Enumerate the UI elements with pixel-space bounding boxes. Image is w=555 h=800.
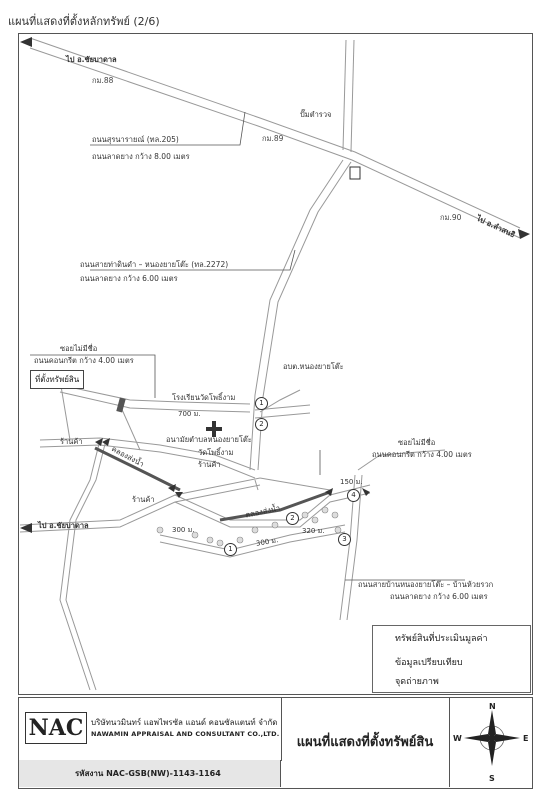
distance-label-3: 300 ม. — [172, 526, 195, 534]
soi-right-desc: ถนนคอนกรีต กว้าง 4.00 เมตร — [372, 450, 472, 459]
photo-point-4-bottom: 4 — [347, 489, 360, 502]
subdistrict-office-label: อบต.หนองยายโต๊ะ — [283, 362, 344, 371]
km-marker-90: กม.90 — [440, 213, 462, 222]
legend-item-label: ข้อมูลเปรียบเทียบ — [395, 658, 463, 668]
soi-right-name: ซอยไม่มีชื่อ — [398, 438, 436, 447]
arrow-right — [518, 229, 530, 239]
map-title: แผนที่แสดงที่ตั้งทรัพย์สิน — [281, 698, 450, 787]
legend-item-comparison: ข้อมูลเปรียบเทียบ — [395, 655, 463, 669]
to-chaibadan-left-label: ไป อ.ชัยบาดาล — [38, 521, 89, 530]
company-name-th: บริษัทนวมินทร์ แอพไพรซัล แอนด์ คอนซัลแตน… — [91, 718, 278, 727]
highway-205 — [29, 37, 521, 239]
photo-point-2-top: 2 — [255, 418, 268, 431]
photo-arrows — [95, 438, 370, 498]
soi-left-desc: ถนนคอนกรีต กว้าง 4.00 เมตร — [34, 356, 134, 365]
arrow-left-bottom — [20, 523, 32, 533]
arrow-left-top — [20, 37, 32, 47]
hospital-cross-icon — [206, 421, 222, 437]
distance-label-5: 320 ม. — [302, 527, 325, 535]
legend-item-property: ทรัพย์สินที่ประเมินมูลค่า — [395, 631, 488, 645]
map-frame — [18, 33, 533, 695]
company-logo: NAC — [25, 712, 87, 744]
hwy205-desc: ถนนลาดยาง กว้าง 8.00 เมตร — [92, 152, 190, 161]
comparison-markers — [156, 506, 342, 547]
job-code: รหัสงาน NAC-GSB(NW)-1143-1164 — [19, 760, 281, 787]
distance-label-2: 150 ม. — [340, 478, 363, 486]
hwy205-name: ถนนสุรนารายณ์ (ทล.205) — [92, 135, 179, 144]
property-callout: ที่ตั้งทรัพย์สิน — [30, 370, 85, 389]
compass-n: N — [489, 702, 496, 711]
compass-block: N S E W — [449, 698, 532, 787]
soi-left-name: ซอยไม่มีชื่อ — [60, 344, 98, 353]
compass-w: W — [453, 734, 462, 743]
gas-station-icon — [349, 166, 361, 180]
photo-point-1-bottom: 1 — [224, 543, 237, 556]
property-marker — [116, 397, 126, 413]
legend-item-photo: จุดถ่ายภาพ — [395, 674, 439, 688]
km-marker-89: กม.89 — [262, 134, 284, 143]
to-chaibadan-top-label: ไป อ.ชัยบาดาล — [66, 55, 117, 64]
photo-point-1-top: 1 — [255, 397, 268, 410]
hwy2272-name: ถนนสายท่าดินดำ – หนองยายโต๊ะ (ทล.2272) — [80, 260, 229, 269]
legend-item-label: จุดถ่ายภาพ — [395, 677, 439, 687]
km-marker-88: กม.88 — [92, 76, 114, 85]
compass-rose-icon — [464, 710, 520, 766]
shop-label-1: ร้านค้า — [60, 437, 83, 446]
road-north — [342, 39, 355, 153]
canal-line — [94, 446, 181, 492]
leader-lines — [30, 111, 465, 581]
title-block: NAC บริษัทนวมินทร์ แอพไพรซัล แอนด์ คอนซั… — [18, 697, 533, 789]
village-road-name: ถนนสายบ้านหนองยายโต๊ะ – บ้านห้วยรวก — [358, 580, 494, 589]
distance-label-1: 700 ม. — [178, 410, 201, 418]
hwy2272-desc: ถนนลาดยาง กว้าง 6.00 เมตร — [80, 274, 178, 283]
map-legend: ทรัพย์สินที่ประเมินมูลค่า ข้อมูลเปรียบเท… — [372, 625, 531, 693]
health-center-label: อนามัยตำบลหนองยายโต๊ะ — [166, 435, 252, 444]
shop-label-2: ร้านค้า — [198, 460, 221, 469]
temple-label: วัดโพธิ์งาม — [198, 448, 234, 457]
photo-point-3-bottom: 3 — [338, 533, 351, 546]
company-name-en: NAWAMIN APPRAISAL AND CONSULTANT CO.,LTD… — [91, 730, 280, 738]
school-label: โรงเรียนวัดโพธิ์งาม — [172, 393, 236, 402]
company-block: NAC บริษัทนวมินทร์ แอพไพรซัล แอนด์ คอนซั… — [19, 698, 282, 761]
village-road-desc: ถนนลาดยาง กว้าง 6.00 เมตร — [390, 592, 488, 601]
compass-s: S — [489, 774, 495, 783]
legend-item-label: ทรัพย์สินที่ประเมินมูลค่า — [395, 634, 488, 644]
gas-station-label: ปั๊มตำรวจ — [300, 110, 332, 119]
canal-line-2 — [219, 490, 331, 522]
photo-point-2-bottom: 2 — [286, 512, 299, 525]
compass-e: E — [523, 734, 529, 743]
page-header: แผนที่แสดงที่ตั้งหลักทรัพย์ (2/6) — [8, 15, 160, 28]
shop-label-3: ร้านค้า — [132, 495, 155, 504]
